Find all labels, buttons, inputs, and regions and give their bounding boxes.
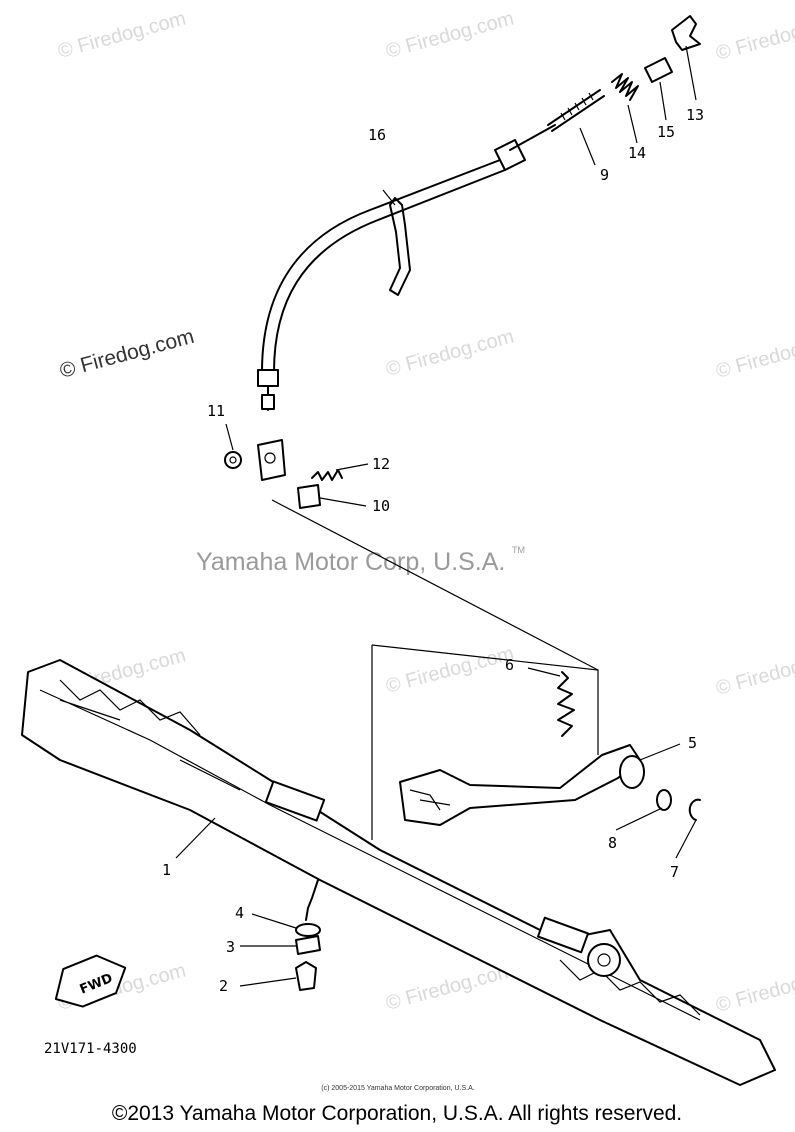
callout-4: 4 — [235, 904, 244, 922]
watermark: © Firedog.com — [714, 328, 795, 383]
callout-3: 3 — [226, 938, 235, 956]
brake-cable — [257, 124, 556, 481]
small-copyright: (c) 2005-2015 Yamaha Motor Corporation, … — [321, 1085, 474, 1092]
callout-6: 6 — [505, 656, 514, 674]
callout-8: 8 — [608, 834, 617, 852]
tm-mark: TM — [512, 545, 525, 555]
callout-16: 16 — [368, 126, 386, 144]
cable-guide — [389, 197, 411, 296]
bolt-leader — [305, 879, 319, 921]
return-spring — [557, 671, 575, 737]
watermark: © Firedog.com — [714, 10, 795, 65]
spring — [311, 469, 343, 481]
watermark: © Firedog.com — [384, 326, 517, 381]
clevis-pin — [297, 484, 321, 509]
callout-11: 11 — [207, 402, 225, 420]
drawing-number: 21V171-4300 — [44, 1041, 137, 1057]
wing-nut — [671, 15, 701, 51]
watermark: © Firedog.com — [384, 8, 517, 63]
watermark: © Firedog.com — [714, 645, 795, 700]
leader-line — [271, 499, 599, 671]
callout-5: 5 — [688, 734, 697, 752]
washer — [656, 789, 672, 811]
callout-leaders — [175, 45, 697, 987]
callout-12: 12 — [372, 455, 390, 473]
adjusting-bolt — [547, 89, 605, 132]
washer — [224, 451, 242, 469]
fwd-arrow: FWD — [54, 954, 127, 1008]
bolt — [295, 961, 317, 991]
callout-14: 14 — [628, 144, 646, 162]
washer — [295, 923, 321, 937]
callout-2: 2 — [219, 977, 228, 995]
brake-pedal — [399, 744, 645, 826]
callout-10: 10 — [372, 497, 390, 515]
callout-15: 15 — [657, 123, 675, 141]
circlip — [688, 798, 701, 821]
watermark-dark: © Firedog.com — [57, 325, 196, 383]
watermark: © Firedog.com — [384, 643, 517, 698]
watermark: © Firedog.com — [56, 8, 189, 63]
footer-copyright: ©2013 Yamaha Motor Corporation, U.S.A. A… — [112, 1102, 682, 1125]
cable-joint — [644, 57, 673, 83]
lock-plate — [295, 935, 321, 955]
leader-line — [371, 644, 599, 755]
footrest-bar — [21, 659, 776, 1086]
watermark: © Firedog.com — [714, 962, 795, 1017]
callout-7: 7 — [670, 863, 679, 881]
adjuster-spring — [611, 73, 639, 101]
callout-1: 1 — [162, 861, 171, 879]
callout-9: 9 — [600, 166, 609, 184]
callouts: 16 9 14 15 13 11 12 10 6 5 8 7 1 4 3 2 — [162, 106, 704, 995]
callout-13: 13 — [686, 106, 704, 124]
corp-label: Yamaha Motor Corp, U.S.A. — [196, 548, 505, 576]
